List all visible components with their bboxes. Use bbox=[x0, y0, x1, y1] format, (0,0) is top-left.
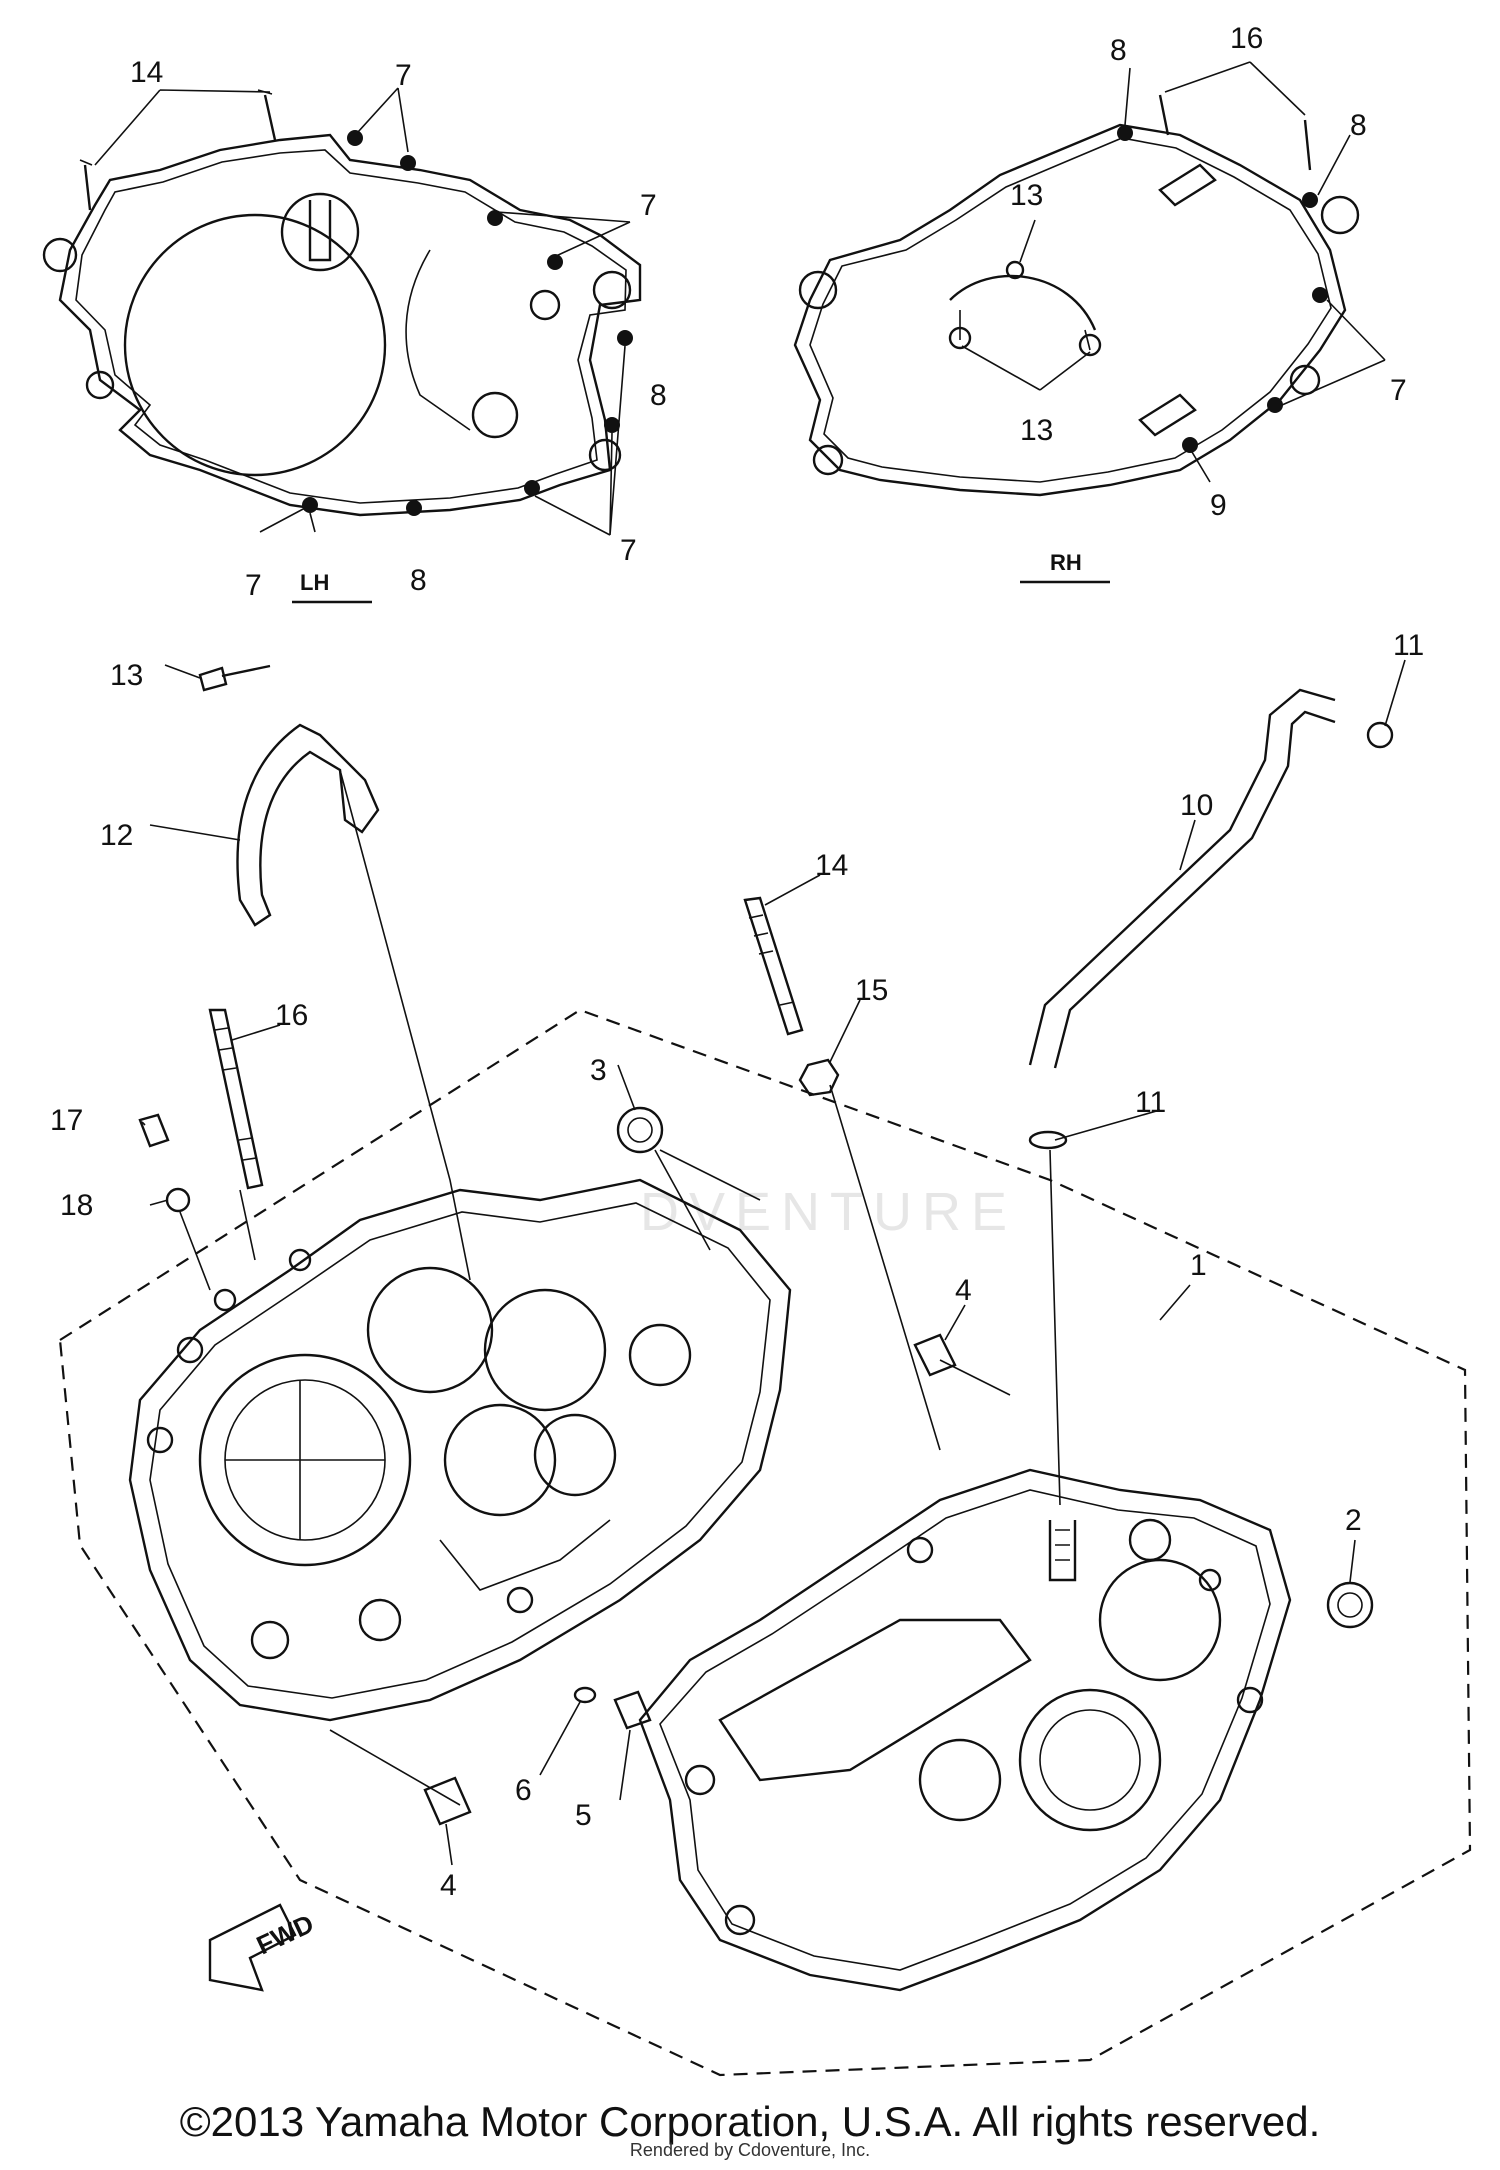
callout-11: 11 bbox=[1135, 1086, 1166, 1119]
callout-12: 12 bbox=[100, 819, 133, 852]
callout-8: 8 bbox=[410, 564, 427, 597]
watermark: DVENTURE bbox=[640, 1182, 1017, 1242]
callout-15: 15 bbox=[855, 974, 888, 1007]
leader-lines bbox=[141, 659, 1406, 1866]
callout-7: 7 bbox=[640, 189, 657, 222]
rh-gasket: RH bbox=[793, 61, 1386, 584]
callout-8: 8 bbox=[650, 379, 667, 412]
callout-9: 9 bbox=[1210, 489, 1227, 522]
callout-14: 14 bbox=[815, 849, 848, 882]
callout-13: 13 bbox=[1010, 179, 1043, 212]
callout-7: 7 bbox=[620, 534, 637, 567]
callout-6: 6 bbox=[515, 1774, 532, 1807]
left-crankcase-half bbox=[128, 1178, 792, 1722]
assembly-boundary bbox=[58, 1008, 1472, 2077]
callout-16: 16 bbox=[275, 999, 308, 1032]
right-crankcase-half bbox=[638, 1468, 1292, 1992]
rendered-by-note: Rendered by Cdoventure, Inc. bbox=[629, 2140, 871, 2160]
callout-8: 8 bbox=[1110, 34, 1127, 67]
callout-4: 4 bbox=[440, 1869, 457, 1902]
callout-10: 10 bbox=[1180, 789, 1213, 822]
callout-13: 13 bbox=[110, 659, 143, 692]
small-parts bbox=[138, 664, 1394, 1826]
fwd-arrow-icon: FWD bbox=[208, 1903, 318, 1992]
callout-14: 14 bbox=[130, 56, 163, 89]
lh-gasket: LH bbox=[42, 87, 642, 604]
lh-label: LH bbox=[300, 570, 329, 595]
callout-17: 17 bbox=[50, 1104, 83, 1137]
callout-8: 8 bbox=[1350, 109, 1367, 142]
callout-1: 1 bbox=[1190, 1249, 1207, 1282]
callout-7: 7 bbox=[395, 59, 412, 92]
callout-5: 5 bbox=[575, 1799, 592, 1832]
callouts: 14 7 7 8 8 7 8 7 8 16 8 13 13 7 9 13 12 … bbox=[50, 22, 1424, 1902]
callout-4: 4 bbox=[955, 1274, 972, 1307]
callout-7: 7 bbox=[245, 569, 262, 602]
callout-18: 18 bbox=[60, 1189, 93, 1222]
callout-2: 2 bbox=[1345, 1504, 1362, 1537]
rh-label: RH bbox=[1050, 550, 1082, 575]
copyright-notice: ©2013 Yamaha Motor Corporation, U.S.A. A… bbox=[179, 2098, 1321, 2145]
callout-16: 16 bbox=[1230, 22, 1263, 55]
callout-7: 7 bbox=[1390, 374, 1407, 407]
callout-3: 3 bbox=[590, 1054, 607, 1087]
callout-13: 13 bbox=[1020, 414, 1053, 447]
callout-11: 11 bbox=[1393, 629, 1424, 662]
